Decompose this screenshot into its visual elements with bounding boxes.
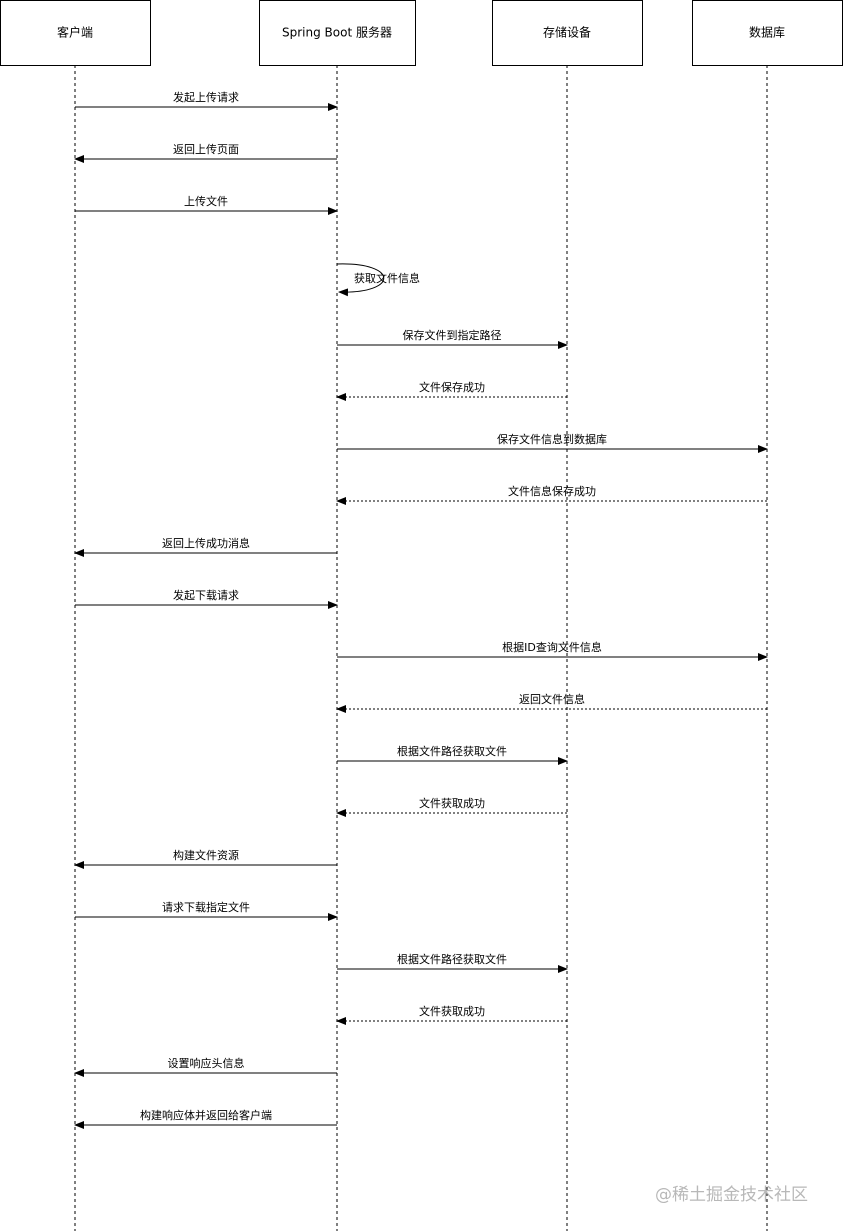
message-label: 保存文件信息到数据库 [497,432,607,446]
participant-box-client [0,0,151,66]
message-label: 保存文件到指定路径 [403,328,502,342]
participant-box-server [259,0,416,66]
message-label: 构建文件资源 [173,848,239,862]
message-label: 上传文件 [184,194,228,208]
message-label: 返回上传页面 [173,143,239,156]
message-label: 构建响应体并返回给客户端 [140,1108,272,1122]
participant-box-storage [492,0,643,66]
participant-label-storage: 存储设备 [543,25,591,40]
message-label: 返回文件信息 [519,692,585,706]
messages: 发起上传请求返回上传页面上传文件获取文件信息保存文件到指定路径文件保存成功保存文… [74,90,768,1129]
message-label: 返回上传成功消息 [162,536,250,550]
message-label: 文件保存成功 [419,380,485,394]
message-label: 发起上传请求 [173,90,239,104]
message-arrow [336,263,385,297]
message-label: 获取文件信息 [354,271,420,285]
participant-label-client: 客户端 [57,25,93,40]
message-label: 根据文件路径获取文件 [397,744,507,758]
participant-label-server: Spring Boot 服务器 [282,25,392,40]
message-label: 文件信息保存成功 [508,484,596,498]
message-label: 根据ID查询文件信息 [502,640,602,654]
message-label: 发起下载请求 [173,588,239,602]
participant-label-db: 数据库 [749,25,785,40]
message-label: 文件获取成功 [419,1004,485,1018]
lifelines [74,65,768,1231]
message-label: 设置响应头信息 [168,1056,245,1070]
message-label: 根据文件路径获取文件 [397,952,507,966]
message-label: 文件获取成功 [419,796,485,810]
participant-box-db [692,0,843,66]
watermark: @稀土掘金技术社区 [655,1185,808,1205]
participant-boxes: 客户端 Spring Boot 服务器 存储设备 数据库 [0,0,843,66]
message-label: 请求下载指定文件 [162,900,250,914]
